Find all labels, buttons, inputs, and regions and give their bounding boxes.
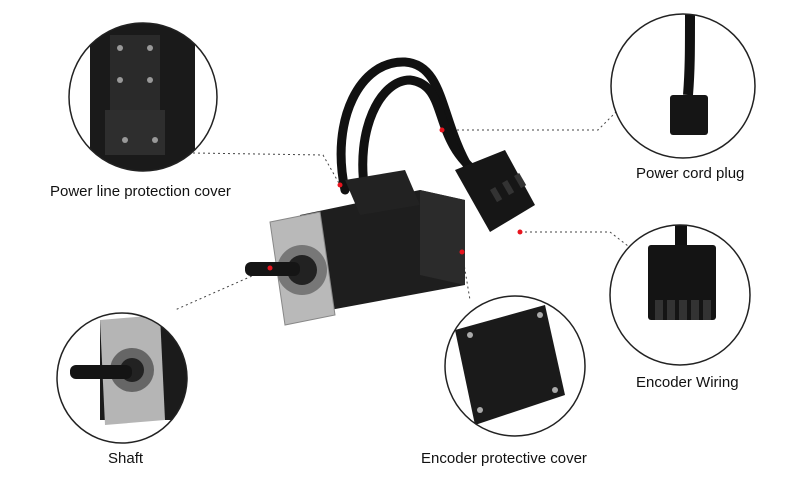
label-encoder-wiring: Encoder Wiring	[636, 374, 739, 391]
detail-power-line-cover	[90, 23, 195, 171]
label-shaft: Shaft	[108, 450, 144, 467]
leader-power-cord-plug	[442, 109, 619, 131]
detail-shaft	[70, 315, 187, 425]
shaft	[245, 262, 300, 276]
label-power-line-cover: Power line protection cover	[50, 183, 231, 200]
leader-power-line-cover	[192, 152, 341, 186]
leader-shaft	[174, 267, 271, 311]
motor-body	[245, 170, 465, 326]
label-power-cord-plug: Power cord plug	[636, 165, 745, 182]
leader-encoder-cover	[461, 251, 471, 301]
encoder-connector	[455, 150, 535, 232]
label-encoder-cover: Encoder protective cover	[421, 450, 587, 467]
cable-1	[336, 57, 475, 195]
detail-power-cord-plug	[670, 14, 708, 135]
cable-2	[358, 75, 485, 197]
detail-encoder-wiring	[648, 225, 716, 320]
detail-encoder-cover	[455, 305, 565, 425]
leader-encoder-wiring	[520, 231, 629, 247]
